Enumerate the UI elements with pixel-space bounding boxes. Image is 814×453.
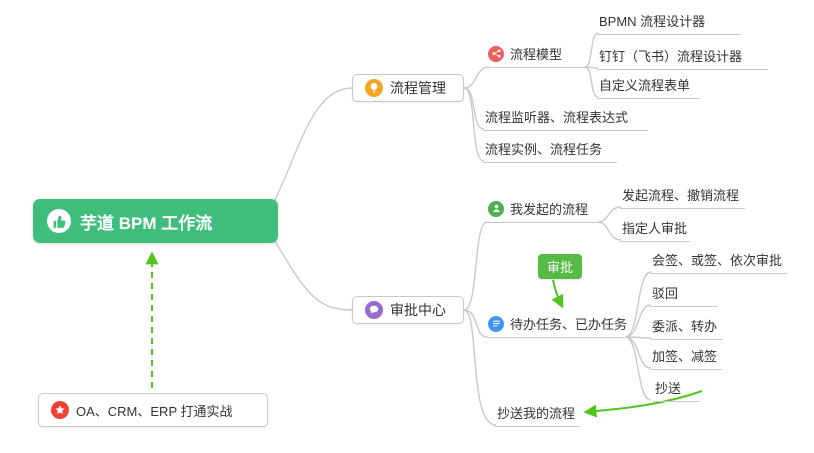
user-icon [488, 200, 504, 217]
topic-label: 待办任务、已办任务 [510, 317, 628, 332]
topic-process-instance[interactable]: 流程实例、流程任务 [483, 139, 617, 163]
topic-label: 指定人审批 [622, 221, 688, 236]
tasks-icon [488, 315, 504, 332]
topic-add-remove-sign[interactable]: 加签、减签 [650, 346, 722, 370]
topic-label: 抄送我的流程 [497, 406, 576, 421]
topic-label: 钉钉（飞书）流程设计器 [599, 49, 743, 64]
gray-branch-lines [271, 32, 652, 426]
topic-my-initiated[interactable]: 我发起的流程 [486, 199, 598, 223]
topic-label: 流程管理 [390, 80, 446, 96]
cc-relation-arrow [583, 390, 703, 418]
topic-approval-center[interactable]: 审批中心 [352, 296, 464, 324]
topic-label: 审批中心 [390, 302, 446, 318]
approval-tag-arrow [551, 279, 564, 309]
topic-label: 我发起的流程 [510, 202, 589, 217]
topic-process-listener[interactable]: 流程监听器、流程表达式 [483, 107, 648, 131]
root-label: 芋道 BPM 工作流 [80, 213, 213, 233]
topic-label: 委派、转办 [652, 319, 718, 334]
root-node[interactable]: 芋道 BPM 工作流 [33, 199, 278, 243]
topic-process-management[interactable]: 流程管理 [352, 74, 464, 102]
topic-oa-crm-erp-practice[interactable]: OA、CRM、ERP 打通实战 [38, 393, 268, 427]
topic-label: 流程监听器、流程表达式 [485, 110, 629, 125]
lightbulb-icon [365, 79, 383, 97]
topic-label: BPMN 流程设计器 [599, 14, 706, 29]
topic-label: 流程实例、流程任务 [485, 142, 603, 157]
topic-initiate-cancel[interactable]: 发起流程、撤销流程 [620, 185, 745, 209]
tag-label: 审批 [547, 260, 574, 275]
topic-label: 自定义流程表单 [599, 78, 691, 93]
topic-label: 抄送 [655, 381, 682, 396]
share-icon [488, 45, 504, 62]
topic-bpmn-designer[interactable]: BPMN 流程设计器 [597, 11, 741, 35]
topic-reject[interactable]: 驳回 [650, 283, 718, 307]
green-relation-arrows [145, 251, 703, 418]
thumbs-up-icon [47, 209, 71, 233]
topic-assignee-approval[interactable]: 指定人审批 [620, 218, 690, 242]
topic-custom-form[interactable]: 自定义流程表单 [597, 75, 700, 99]
topic-dingtalk-designer[interactable]: 钉钉（飞书）流程设计器 [597, 46, 768, 70]
chat-icon [365, 301, 383, 319]
star-icon [51, 401, 69, 419]
topic-label: 发起流程、撤销流程 [622, 188, 740, 203]
topic-label: 驳回 [652, 286, 679, 301]
topic-label: 流程模型 [510, 47, 563, 62]
topic-cc[interactable]: 抄送 [653, 378, 700, 402]
topic-countersign[interactable]: 会签、或签、依次审批 [650, 250, 787, 274]
topic-label: 加签、减签 [652, 349, 718, 364]
topic-todo-done[interactable]: 待办任务、已办任务 [486, 314, 628, 338]
approval-relation-tag[interactable]: 审批 [538, 254, 583, 279]
topic-process-model[interactable]: 流程模型 [486, 44, 585, 68]
topic-label: 会签、或签、依次审批 [652, 253, 783, 268]
topic-delegate-transfer[interactable]: 委派、转办 [650, 316, 722, 340]
topic-label: OA、CRM、ERP 打通实战 [76, 403, 233, 419]
topic-cc-my-process[interactable]: 抄送我的流程 [495, 403, 580, 427]
